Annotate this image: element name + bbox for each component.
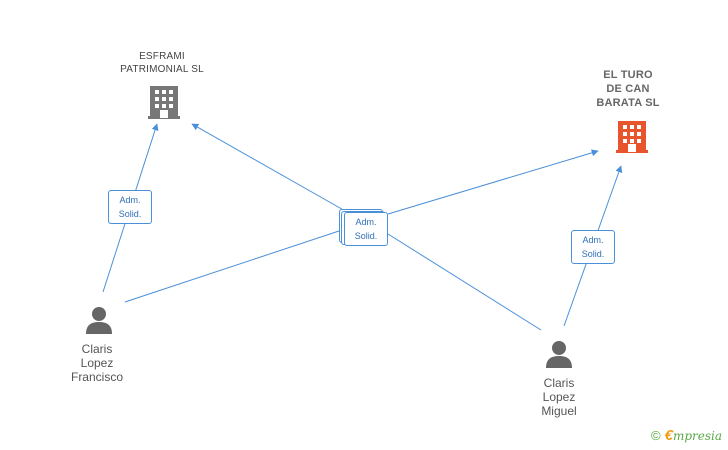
role-badge-center[interactable]: Adm. Solid. <box>344 212 388 246</box>
company-name-line: BARATA SL <box>596 97 660 109</box>
brand-initial: € <box>664 427 673 444</box>
person-name-line: Francisco <box>70 370 123 384</box>
company-name-line: DE CAN <box>606 83 650 95</box>
company-name-el-turo[interactable]: EL TURO DE CAN BARATA SL <box>578 68 678 110</box>
edge-center-elturo <box>387 149 599 215</box>
edge-miguel-center <box>387 233 542 331</box>
company-name-esframi[interactable]: ESFRAMI PATRIMONIAL SL <box>102 50 222 76</box>
role-badge-francisco-esframi[interactable]: Adm. Solid. <box>108 190 152 224</box>
edge-francisco-center <box>124 229 343 303</box>
person-name-miguel[interactable]: Claris Lopez Miguel <box>519 376 599 418</box>
company-name-line: EL TURO <box>603 69 653 81</box>
person-icon <box>546 341 572 368</box>
person-name-line: Lopez <box>542 390 576 404</box>
person-name-line: Claris <box>81 342 113 356</box>
role-line: Adm. <box>582 235 604 245</box>
person-name-line: Lopez <box>80 356 114 370</box>
role-line: Adm. <box>119 195 141 205</box>
person-icon <box>86 307 112 334</box>
company-name-line: PATRIMONIAL SL <box>120 64 204 75</box>
role-line: Solid. <box>581 249 605 259</box>
copyright-icon: © <box>651 428 661 443</box>
role-badge-miguel-elturo[interactable]: Adm. Solid. <box>571 230 615 264</box>
edge-center-esframi <box>191 123 348 213</box>
person-name-line: Miguel <box>541 404 577 418</box>
brand-footer[interactable]: © €mpresia <box>651 427 722 444</box>
role-line: Solid. <box>354 231 378 241</box>
brand-logo: €mpresia <box>665 427 722 444</box>
role-line: Adm. <box>355 217 377 227</box>
person-name-line: Claris <box>543 376 575 390</box>
brand-text: mpresia <box>672 429 722 443</box>
edges <box>102 123 623 331</box>
building-icon <box>148 86 180 119</box>
building-icon <box>616 121 648 153</box>
role-line: Solid. <box>118 209 142 219</box>
company-name-line: ESFRAMI <box>139 51 185 62</box>
person-name-francisco[interactable]: Claris Lopez Francisco <box>57 342 137 384</box>
